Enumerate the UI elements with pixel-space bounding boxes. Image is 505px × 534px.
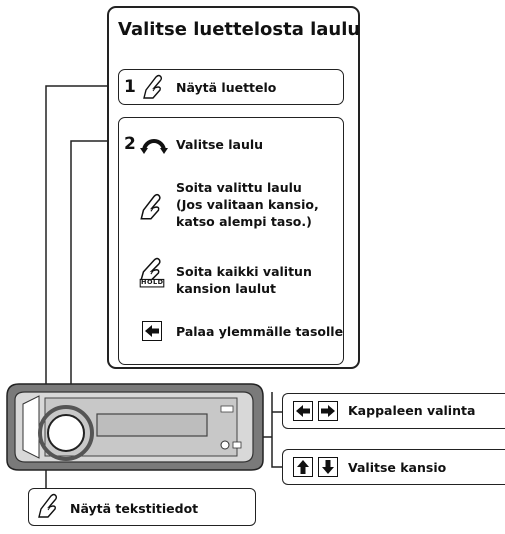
knob-ring — [38, 405, 94, 461]
action1-line3: katso alempi taso.) — [176, 214, 312, 229]
step2-number: 2 — [124, 134, 136, 154]
action1-line1: Soita valittu laulu — [176, 180, 302, 195]
action1-line2: (Jos valitaan kansio, — [176, 197, 319, 212]
rotary-knob-icon — [140, 139, 168, 154]
up-arrow-key-icon — [293, 457, 313, 477]
finger-press-icon — [38, 493, 58, 518]
left-arrow-key-icon — [142, 321, 162, 341]
finger-hold-icon — [139, 257, 165, 288]
track-select-box — [282, 393, 505, 429]
finger-press-icon — [140, 193, 161, 220]
action2-line2: kansion laulut — [176, 281, 276, 296]
action3-line1: Palaa ylemmälle tasolle — [176, 324, 344, 339]
step2-label: Valitse laulu — [176, 137, 264, 152]
track-select-label: Kappaleen valinta — [348, 403, 476, 418]
hold-label: HOLD — [141, 278, 164, 286]
text-info-box — [28, 488, 256, 526]
step1-box — [118, 69, 344, 105]
finger-press-icon — [143, 74, 163, 99]
step1-number: 1 — [124, 77, 136, 97]
text-info-label: Näytä tekstitiedot — [70, 501, 199, 516]
right-arrow-key-icon — [318, 401, 338, 421]
down-arrow-key-icon — [318, 457, 338, 477]
folder-select-label: Valitse kansio — [348, 460, 447, 475]
panel-title: Valitse luettelosta laulu — [118, 19, 361, 40]
step1-label: Näytä luettelo — [176, 80, 277, 95]
action2-line1: Soita kaikki valitun — [176, 264, 312, 279]
left-arrow-key-icon — [293, 401, 313, 421]
